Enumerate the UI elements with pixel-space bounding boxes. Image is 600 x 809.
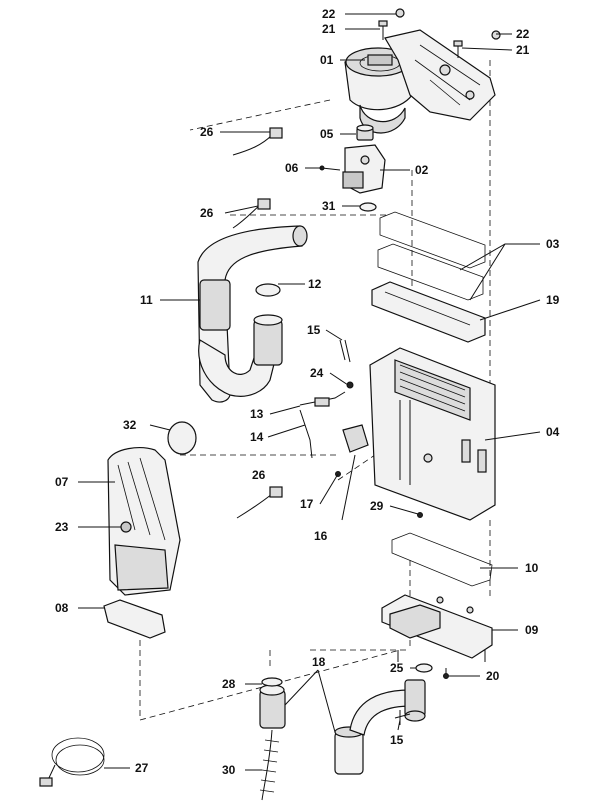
part-26-cable-lower xyxy=(236,486,283,519)
part-04-combustion-chamber xyxy=(369,347,496,521)
label-18: 18 xyxy=(312,655,326,669)
part-14-ionisation-cable xyxy=(299,409,313,459)
part-19-seal-frame xyxy=(371,281,486,343)
label-20: 20 xyxy=(486,669,500,683)
alignment-lines xyxy=(139,60,491,721)
label-31: 31 xyxy=(322,199,336,213)
part-18-siphon-top xyxy=(259,684,286,729)
label-12: 12 xyxy=(308,277,322,291)
label-24: 24 xyxy=(310,366,324,380)
label-16: 16 xyxy=(314,529,328,543)
label-05: 05 xyxy=(320,127,334,141)
part-12-seal-ring xyxy=(255,283,281,297)
screws-21-22 xyxy=(378,8,501,58)
part-32-seal-ring xyxy=(167,421,197,455)
label-21-right: 21 xyxy=(516,43,530,57)
label-10: 10 xyxy=(525,561,539,575)
part-24-electrode-set xyxy=(299,381,354,407)
label-19: 19 xyxy=(546,293,560,307)
leader-lines xyxy=(78,13,541,771)
label-21-top: 21 xyxy=(322,22,336,36)
part-02-gas-valve xyxy=(319,144,386,194)
part-05-connector xyxy=(356,124,374,141)
label-13: 13 xyxy=(250,407,264,421)
part-20-screws xyxy=(397,650,486,679)
label-28: 28 xyxy=(222,677,236,691)
label-06: 06 xyxy=(285,161,299,175)
part-09-condensate-tray xyxy=(381,594,493,659)
part-labels: 22 21 22 21 01 26 05 06 02 26 31 03 12 1… xyxy=(55,7,560,777)
part-01-fan xyxy=(344,47,413,134)
label-04: 04 xyxy=(546,425,560,439)
part-top-bracket xyxy=(384,29,496,121)
label-26-middle: 26 xyxy=(200,206,214,220)
part-10-gasket-frame xyxy=(391,532,493,587)
label-09: 09 xyxy=(525,623,539,637)
part-15-bracket-top xyxy=(339,339,351,363)
label-02: 02 xyxy=(415,163,429,177)
part-30-drain-hose xyxy=(259,729,280,801)
label-15-top: 15 xyxy=(307,323,321,337)
part-23-nipple xyxy=(120,521,132,533)
part-26-cable-middle xyxy=(232,198,271,229)
label-01: 01 xyxy=(320,53,334,67)
label-27: 27 xyxy=(135,761,149,775)
label-15-bottom: 15 xyxy=(390,733,404,747)
label-07: 07 xyxy=(55,475,69,489)
label-26-top: 26 xyxy=(200,125,214,139)
label-25: 25 xyxy=(390,661,404,675)
label-11: 11 xyxy=(140,293,153,307)
label-14: 14 xyxy=(250,430,264,444)
label-22-top: 22 xyxy=(322,7,336,21)
label-29: 29 xyxy=(370,499,384,513)
label-26-lower: 26 xyxy=(252,468,266,482)
label-32: 32 xyxy=(123,418,137,432)
label-17: 17 xyxy=(300,497,314,511)
part-28-seal xyxy=(261,677,283,687)
part-26-cable-top xyxy=(232,127,283,156)
part-18-siphon xyxy=(334,679,426,775)
part-08-gasket xyxy=(103,599,166,639)
part-11-flue-pipe xyxy=(197,225,308,403)
label-22-right: 22 xyxy=(516,27,530,41)
part-25-seal xyxy=(415,663,433,673)
part-03-gaskets xyxy=(377,211,486,301)
label-23: 23 xyxy=(55,520,69,534)
part-16-module xyxy=(341,424,369,521)
label-08: 08 xyxy=(55,601,69,615)
part-31-seal-ring xyxy=(359,202,377,212)
label-30: 30 xyxy=(222,763,236,777)
part-29-screw xyxy=(417,512,423,518)
label-03: 03 xyxy=(546,237,560,251)
part-27-power-cable xyxy=(39,737,105,787)
part-07-air-intake-hood xyxy=(107,447,181,596)
